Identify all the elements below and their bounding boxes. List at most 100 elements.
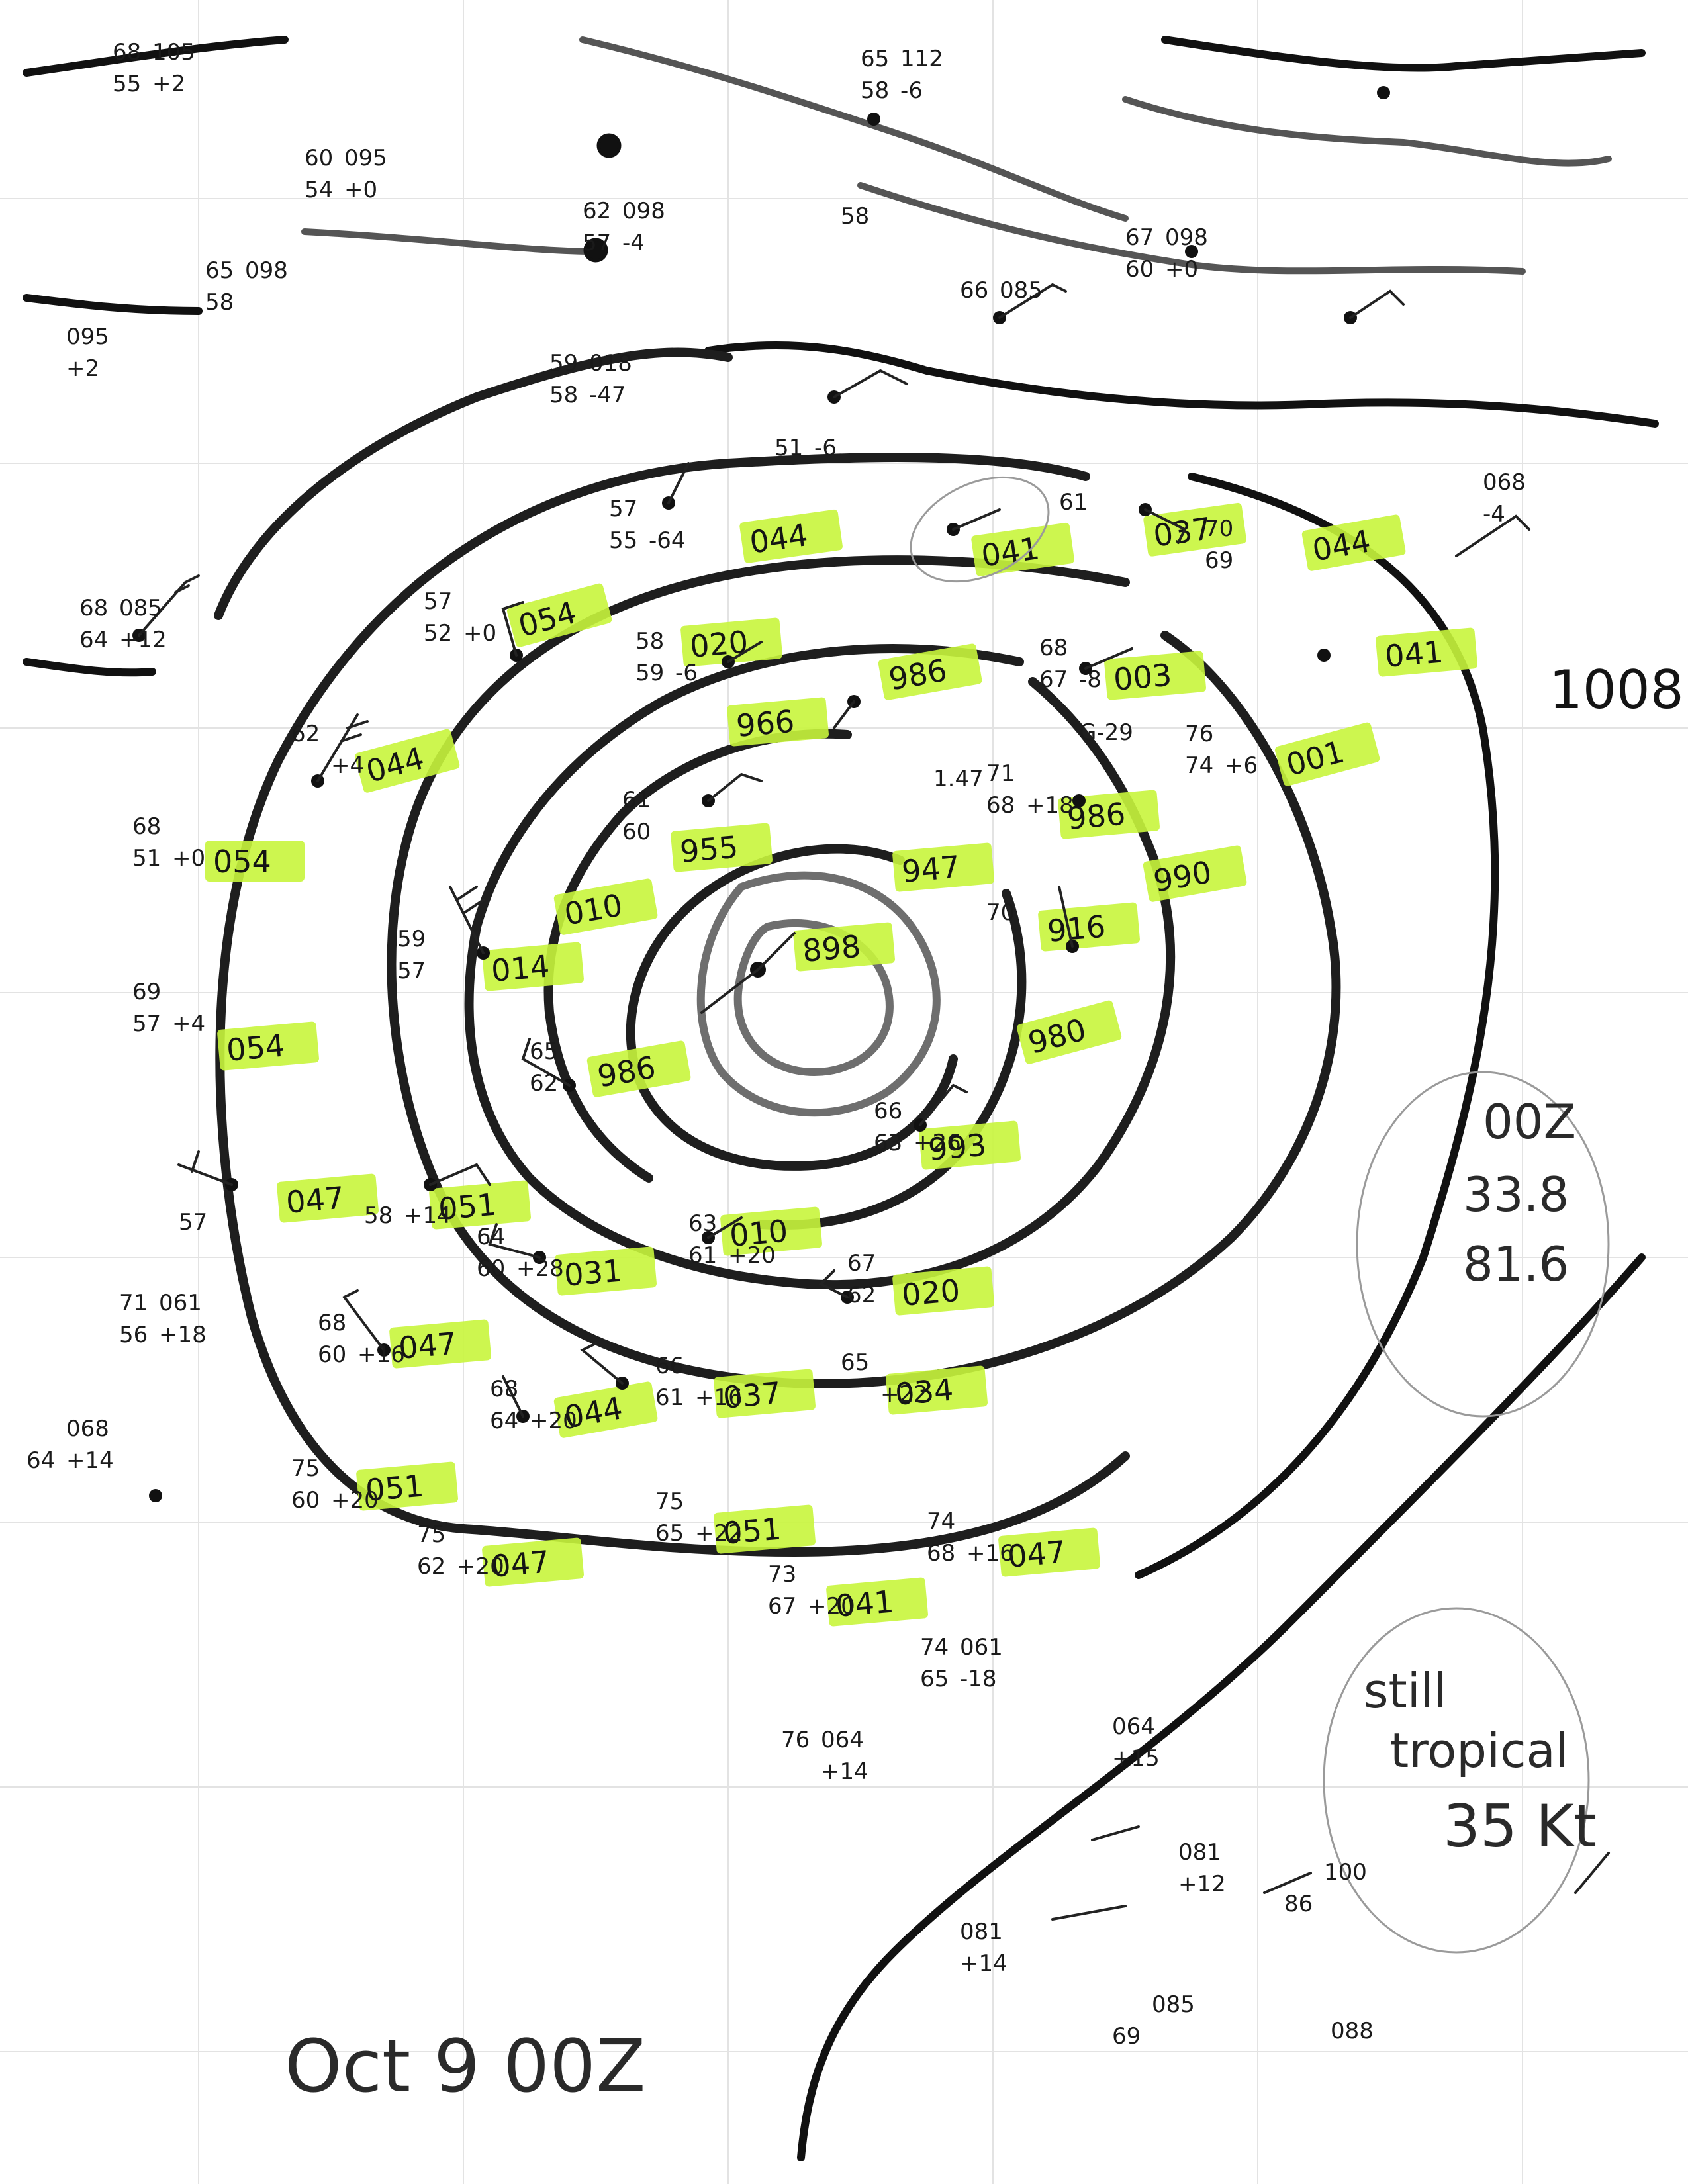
station-dewpoint: 58 [205, 289, 234, 316]
station-dewpoint: 67 [1039, 666, 1068, 693]
station-temp: 66 [874, 1098, 902, 1124]
pressure-highlight-p037b: 037 [714, 1369, 816, 1418]
front-west-short [23, 658, 156, 677]
station-tendency: -6 [814, 435, 837, 461]
isobar-ring-1 [696, 871, 941, 1117]
station-tendency: +0 [172, 845, 205, 872]
station-pressure: 095 [66, 324, 109, 350]
station-tendency: +6 [1225, 752, 1258, 779]
pressure-value: 947 [900, 848, 961, 889]
station-s5: 095+2 [66, 324, 109, 382]
station-temp: 61 [622, 787, 651, 813]
station-temp: 71 [119, 1290, 148, 1316]
station-tendency: +14 [960, 1950, 1008, 1977]
station-dewpoint: 63 [874, 1130, 902, 1156]
station-temp: 71 [986, 760, 1015, 787]
station-pressure: 018 [589, 350, 632, 377]
station-tendency: +20 [530, 1408, 577, 1434]
station-pressure: 061 [159, 1290, 202, 1316]
station-pressure: 081 [1178, 1839, 1221, 1866]
station-temp: 59 [397, 926, 426, 952]
station-s49: 081+12 [1178, 1839, 1226, 1897]
station-tendency: 1.47 [933, 766, 984, 792]
pressure-value: 041 [1383, 633, 1444, 674]
station-pressure: 061 [960, 1634, 1003, 1661]
station-temp: 67 [1125, 224, 1154, 251]
station-pressure: 085 [1152, 1991, 1195, 2018]
station-temp: 62 [583, 198, 611, 224]
pencil-circle-station [910, 476, 1050, 583]
isobar-ring-5 [387, 555, 1341, 1388]
station-s48: 064+15 [1112, 1713, 1160, 1772]
station-temp: 65 [861, 46, 889, 72]
station-tendency: +14 [66, 1447, 114, 1474]
station-tendency: +4 [331, 752, 364, 779]
station-dewpoint: 55 [609, 527, 637, 554]
isobar-ring-4 [464, 644, 1176, 1290]
pressure-highlight-p990: 990 [1143, 845, 1247, 902]
pressure-value: 034 [894, 1371, 955, 1412]
station-dewpoint: 58 [841, 203, 869, 230]
pressure-highlight-p047d: 047 [998, 1527, 1100, 1577]
station-temp: 68 [1039, 635, 1068, 661]
station-dewpoint: 60 [318, 1342, 346, 1368]
station-pressure: 085 [119, 595, 162, 621]
pressure-highlight-p051b: 051 [429, 1180, 531, 1230]
isobar-ring-6 [215, 453, 1130, 1557]
station-tendency: +22 [880, 1381, 928, 1408]
pressure-highlight-p986c: 986 [586, 1040, 691, 1097]
station-temp: 67 [847, 1250, 876, 1277]
pressure-highlight-p044b: 044 [1301, 514, 1406, 571]
pressure-highlight-p014: 014 [482, 942, 584, 991]
center-note-lat: 33.8 [1463, 1167, 1569, 1222]
station-dewpoint: 52 [424, 620, 452, 647]
wind-barbs [138, 283, 1610, 1921]
station-pressure: 068 [66, 1416, 109, 1442]
station-tendency: +16 [966, 1540, 1014, 1567]
station-tendency: -6 [900, 77, 923, 104]
front-top-right [1161, 36, 1646, 72]
station-dewpoint: 60 [477, 1255, 505, 1282]
outer-boundary-east [1135, 473, 1499, 1579]
station-dewpoint: 60 [622, 819, 651, 845]
station-pressure: 085 [1000, 277, 1043, 304]
pressure-value: 054 [225, 1027, 286, 1068]
station-s39: 65+22 [841, 1349, 928, 1408]
station-pressure: 064 [821, 1727, 864, 1753]
pressure-value: 051 [722, 1510, 782, 1551]
pressure-value: 003 [1112, 657, 1173, 697]
pencil-circle-center-note [1356, 1071, 1610, 1418]
pressure-value: 031 [563, 1252, 624, 1293]
station-tendency: +12 [1178, 1871, 1226, 1897]
station-s30: 57 [179, 1209, 207, 1236]
station-dewpoint: 61 [655, 1385, 684, 1411]
pressure-highlight-p986a: 986 [878, 643, 982, 700]
pressure-highlight-p044c: 044 [354, 729, 460, 793]
pressure-value: 993 [927, 1126, 988, 1167]
pressure-value: 898 [801, 928, 862, 968]
station-dewpoint: 69 [1205, 547, 1233, 574]
pressure-value: 020 [900, 1272, 961, 1312]
station-tendency: -4 [1483, 501, 1505, 527]
station-dewpoint: 58 [549, 382, 578, 408]
pressure-value: 047 [490, 1543, 551, 1584]
station-tendency: +15 [1112, 1745, 1160, 1772]
pressure-highlight-p047b: 047 [389, 1319, 491, 1369]
pressure-highlight-p044a: 044 [739, 509, 843, 563]
station-temp: 62 [291, 721, 320, 747]
pressure-value: 044 [363, 740, 428, 790]
station-temp: 68 [132, 813, 161, 840]
